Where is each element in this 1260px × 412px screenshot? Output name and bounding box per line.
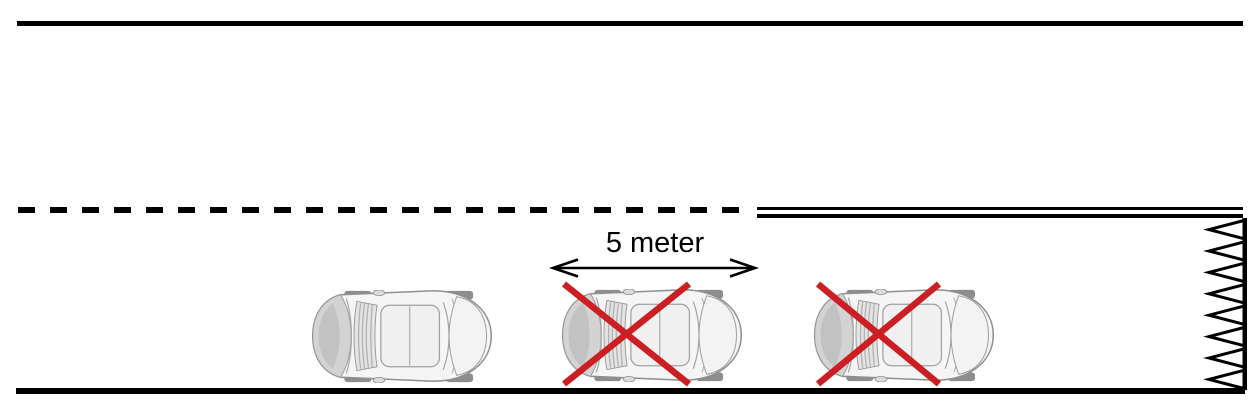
prohibited-cross-middle bbox=[561, 281, 692, 387]
lane-divider-double-solid-upper bbox=[757, 207, 1243, 210]
car-left bbox=[306, 289, 498, 384]
prohibited-cross-right bbox=[815, 281, 942, 387]
lane-divider-double-solid-lower bbox=[757, 214, 1243, 218]
distance-arrow bbox=[548, 258, 760, 278]
chevron-base-line bbox=[1242, 218, 1247, 390]
distance-label: 5 meter bbox=[605, 227, 705, 259]
lane-divider-dashed bbox=[18, 207, 748, 213]
chevron-taper-marking bbox=[1203, 218, 1247, 391]
road-top-edge-line bbox=[17, 21, 1243, 26]
road-bottom-edge-line bbox=[16, 388, 1245, 394]
